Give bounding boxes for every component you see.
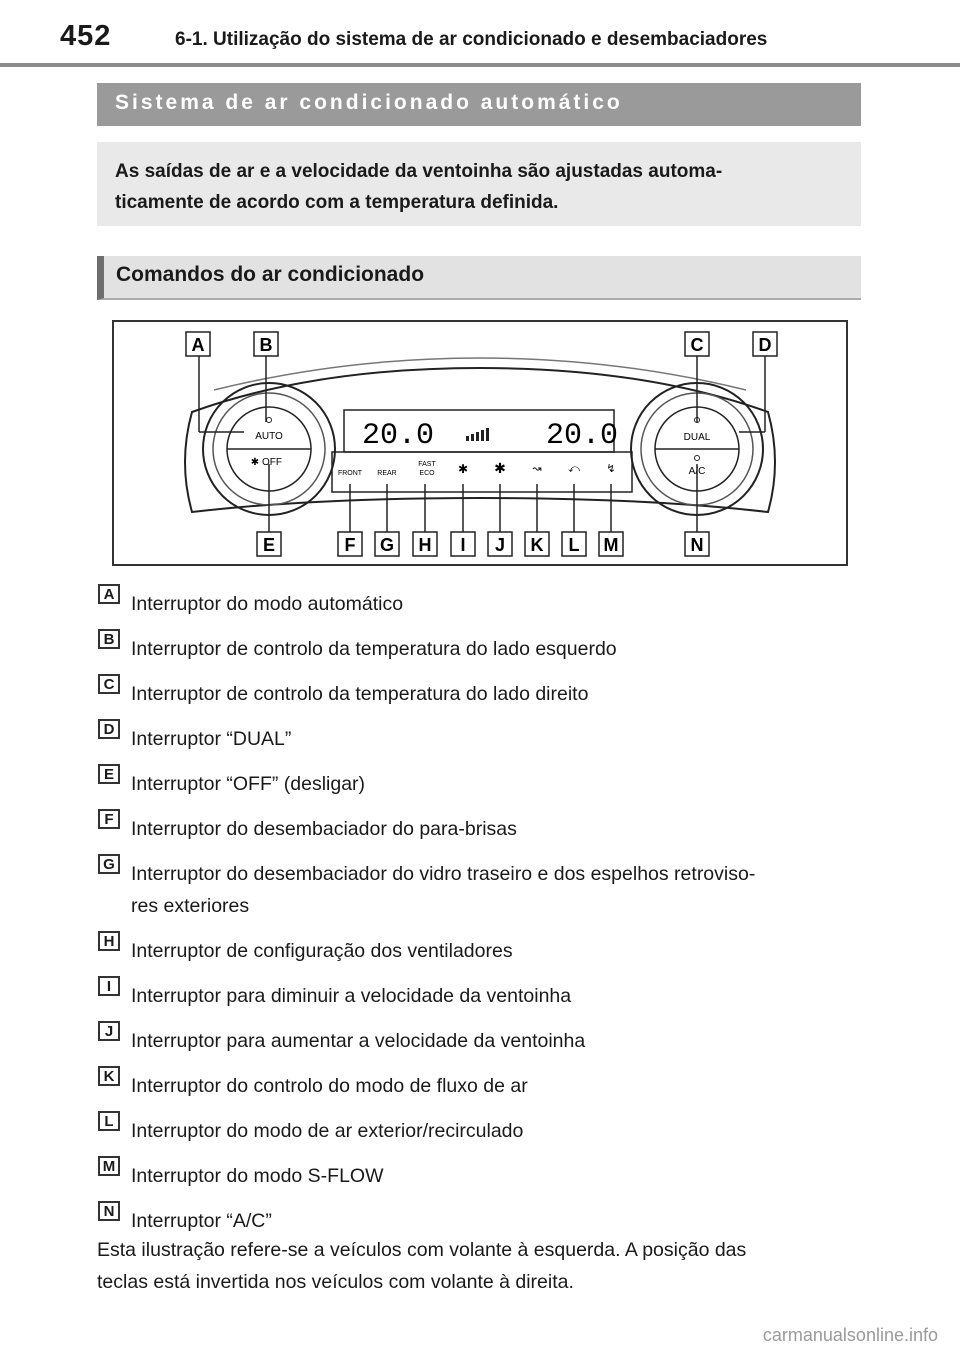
header-rule	[0, 63, 960, 67]
letter-badge: F	[98, 809, 120, 829]
legend-text: Interruptor do modo S-FLOW	[131, 1165, 384, 1187]
intro-box: As saídas de ar e a velocidade da ventoi…	[97, 142, 861, 226]
letter-badge: I	[98, 976, 120, 996]
s-flow-icon: ↯	[606, 463, 615, 475]
fan-icon: ✱	[251, 457, 259, 468]
watermark: carmanualsonline.info	[762, 1325, 938, 1345]
intro-line: As saídas de ar e a velocidade da ventoi…	[115, 161, 723, 182]
legend-text: Interruptor do controlo do modo de fluxo…	[131, 1075, 528, 1097]
fan-level-icon	[466, 428, 489, 441]
letter-badge: B	[98, 629, 120, 649]
legend-text: Interruptor do modo de ar exterior/recir…	[131, 1120, 524, 1142]
letter-badge: M	[98, 1156, 120, 1176]
fan-up-icon: ✱	[494, 460, 506, 476]
airflow-mode-icon: ↝	[532, 463, 541, 475]
callout-g: G	[380, 535, 394, 555]
callout-i: I	[460, 535, 465, 555]
letter-badge: H	[98, 931, 120, 951]
off-label: OFF	[262, 457, 282, 468]
callout-e: E	[263, 535, 275, 555]
front-defogger-label: FRONT	[338, 470, 363, 477]
left-temp-display: 20.0	[362, 419, 434, 453]
letter-badge: C	[98, 674, 120, 694]
callout-n: N	[691, 535, 704, 555]
control-panel-figure: AUTO OFF ✱ DUAL A/C 20.0 20.0 FRONT	[112, 320, 848, 566]
fast-label: FAST	[418, 461, 436, 468]
letter-badge: K	[98, 1066, 120, 1086]
legend-text: Interruptor de controlo da temperatura d…	[131, 683, 589, 705]
letter-badge: E	[98, 764, 120, 784]
callout-a: A	[192, 335, 205, 355]
legend-text: Interruptor “OFF” (desligar)	[131, 773, 366, 795]
callout-l: L	[569, 535, 580, 555]
letter-badge: A	[98, 584, 120, 604]
legend-text: Interruptor “DUAL”	[131, 728, 292, 750]
eco-label: ECO	[419, 470, 435, 477]
legend-text: Interruptor do desembaciador do vidro tr…	[131, 858, 861, 922]
section-banner: Sistema de ar condicionado automático	[97, 83, 861, 126]
letter-badge: J	[98, 1021, 120, 1041]
subsection-heading: Comandos do ar condicionado	[97, 256, 861, 300]
letter-badge: D	[98, 719, 120, 739]
control-panel-illustration: AUTO OFF ✱ DUAL A/C 20.0 20.0 FRONT	[184, 331, 778, 557]
right-temp-display: 20.0	[546, 419, 618, 453]
note-paragraph: Esta ilustração refere-se a veículos com…	[97, 1234, 867, 1298]
note-line: Esta ilustração refere-se a veículos com…	[97, 1239, 747, 1261]
legend-text: Interruptor “A/C”	[131, 1210, 272, 1232]
legend-text-line: Interruptor do desembaciador do vidro tr…	[131, 863, 756, 885]
callout-h: H	[419, 535, 432, 555]
callout-c: C	[691, 335, 704, 355]
callout-k: K	[531, 535, 544, 555]
callout-m: M	[604, 535, 619, 555]
legend-text: Interruptor para diminuir a velocidade d…	[131, 985, 572, 1007]
letter-badge: G	[98, 854, 120, 874]
intro-line: ticamente de acordo com a temperatura de…	[115, 192, 559, 213]
note-line: teclas está invertida nos veículos com v…	[97, 1271, 574, 1293]
page-header: 452 6-1. Utilização do sistema de ar con…	[0, 0, 960, 68]
callouts-bottom: E F G H I J K L M N	[256, 531, 710, 557]
rear-defogger-label: REAR	[377, 470, 396, 477]
legend-text: Interruptor do modo automático	[131, 593, 404, 615]
letter-badge: N	[98, 1201, 120, 1221]
callout-f: F	[345, 535, 356, 555]
legend-text: Interruptor de controlo da temperatura d…	[131, 638, 617, 660]
legend-text-line: res exteriores	[131, 895, 250, 917]
callout-b: B	[260, 335, 273, 355]
callouts-top: A B C D	[185, 331, 778, 357]
auto-label: AUTO	[255, 431, 283, 442]
fan-down-icon: ✱	[458, 462, 468, 476]
callout-j: J	[495, 535, 505, 555]
letter-badge: L	[98, 1111, 120, 1131]
chapter-title: 6-1. Utilização do sistema de ar condici…	[175, 29, 768, 50]
recirculation-icon: ⤺	[568, 463, 580, 475]
page-number: 452	[60, 20, 112, 52]
dual-label: DUAL	[684, 432, 711, 443]
legend-text: Interruptor para aumentar a velocidade d…	[131, 1030, 586, 1052]
callout-d: D	[759, 335, 772, 355]
legend-text: Interruptor de configuração dos ventilad…	[131, 940, 513, 962]
legend-text: Interruptor do desembaciador do para-bri…	[131, 818, 517, 840]
